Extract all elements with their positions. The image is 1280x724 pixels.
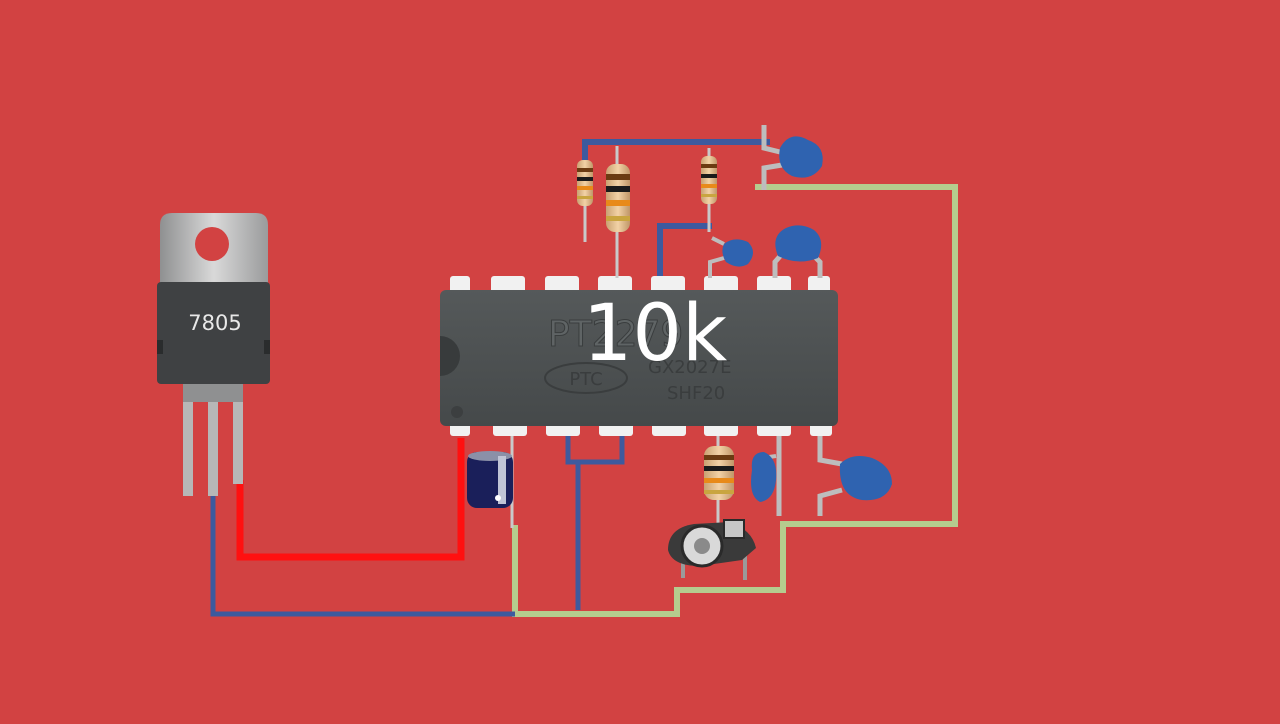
ic-brand-logo [544, 362, 628, 394]
regulator-pin-ground [208, 384, 218, 496]
value-overlay-label: 10k [583, 289, 727, 379]
ic-marking-line3: SHF20 [667, 383, 725, 404]
resistor-top-middle [606, 146, 630, 278]
resistor-top-right [701, 148, 717, 232]
wire-green-feedback [512, 184, 958, 617]
regulator-mount-hole [195, 227, 229, 261]
wire-blue-ground [210, 490, 515, 617]
ic-pin [757, 276, 791, 294]
ic-marking-line2: GX2027E [648, 357, 731, 378]
ic-top-pins [450, 276, 830, 294]
ic-pin [651, 276, 685, 294]
ic-notch [440, 336, 460, 376]
ic-pt2279: PT2279 PTC GX2027E SHF20 [440, 290, 838, 426]
ceramic-capacitor-bottom-left [751, 436, 782, 516]
regulator-pin-output [233, 384, 243, 484]
ic-pin [545, 276, 579, 294]
regulator-7805: 7805 [157, 213, 270, 496]
ceramic-capacitor-upper [772, 225, 823, 278]
ceramic-capacitor-small [708, 236, 753, 278]
regulator-label: 7805 [188, 311, 241, 335]
ic-pin1-dot [451, 406, 463, 418]
ic-pin [704, 276, 738, 294]
ceramic-capacitor-top-right [761, 125, 823, 190]
wire-red-supply [236, 438, 465, 561]
ic-pin [598, 276, 632, 294]
ic-pin [450, 276, 470, 294]
resistor-top-left [577, 160, 593, 242]
ic-body [440, 290, 838, 426]
resistor-bottom [704, 436, 734, 525]
regulator-body [157, 282, 270, 384]
electrolytic-capacitor [467, 436, 514, 528]
wire-blue-pin5 [657, 223, 712, 278]
trimmer-potentiometer [668, 519, 756, 580]
wire-blue-top [582, 139, 770, 160]
ic-pin [491, 276, 525, 294]
wire-blue-bottom-pins [565, 412, 625, 465]
ic-marking-line1: PT2279 [548, 314, 683, 355]
ic-brand: PTC [569, 369, 602, 390]
ceramic-capacitor-bottom-right [817, 436, 892, 516]
regulator-pin-input [183, 384, 193, 496]
wires [210, 139, 958, 617]
ic-pin [808, 276, 830, 294]
